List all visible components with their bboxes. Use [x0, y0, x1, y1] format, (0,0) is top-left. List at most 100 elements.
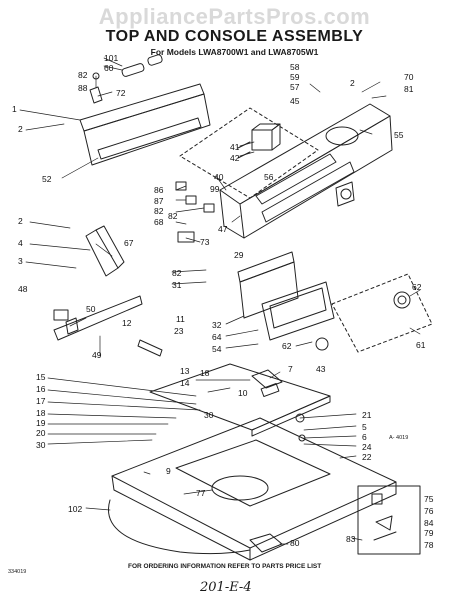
part-number-label: 60	[104, 63, 114, 73]
part-number-label: 54	[212, 344, 222, 354]
part-number-label: 41	[230, 142, 240, 152]
part-number-label: 101	[104, 53, 118, 63]
side-bracket	[85, 225, 125, 277]
part-number-label: 20	[36, 428, 46, 438]
part-number-label: 24	[362, 442, 372, 452]
part-number-label: 68	[154, 217, 164, 227]
part-number-label: 2	[350, 78, 355, 88]
part-number-label: 72	[116, 88, 126, 98]
part-number-label: 3	[18, 256, 23, 266]
diagram-subtitle: For Models LWA8700W1 and LWA8705W1	[150, 47, 319, 57]
part-number-label: 6	[362, 432, 367, 442]
part-number-label: 47	[218, 224, 228, 234]
part-number-label: 11	[176, 314, 185, 324]
part-number-label: 2	[18, 124, 23, 134]
part-number-label: 83	[346, 534, 356, 544]
part-80	[249, 533, 283, 553]
part-number-label: 30	[204, 410, 214, 420]
timer-assembly	[237, 123, 281, 159]
part-number-label: 40	[214, 172, 224, 182]
part-number-label: 31	[172, 280, 182, 290]
part-number-label: 102	[68, 504, 82, 514]
gasket-102	[108, 499, 251, 555]
part-number-label: 18	[36, 408, 46, 418]
part-number-label: 16	[36, 384, 46, 394]
rear-console-panel	[79, 83, 211, 166]
part-number-label: 67	[124, 238, 134, 248]
part-number-label: 21	[362, 410, 372, 420]
knob-43	[315, 337, 329, 351]
part-number-label: 42	[230, 153, 240, 163]
lid-hinge-assembly	[149, 363, 331, 437]
leader-lines	[19, 57, 421, 545]
part-number-label: 64	[212, 332, 222, 342]
part-number-label: 84	[424, 518, 434, 528]
trim-strip	[53, 295, 143, 341]
footer-note: FOR ORDERING INFORMATION REFER TO PARTS …	[128, 563, 322, 570]
part-number-label: 10	[238, 388, 248, 398]
part-number-label: 1	[12, 104, 17, 114]
part-number-label: 2	[18, 216, 23, 226]
part-number-label: 99	[210, 184, 220, 194]
part-number-label: 73	[200, 237, 210, 247]
part-number-label: 80	[290, 538, 300, 548]
parts-inset-box	[357, 485, 421, 555]
part-number-label: 50	[86, 304, 96, 314]
part-73	[177, 231, 195, 243]
part-number-label: 82	[154, 206, 164, 216]
part-number-label: 30	[36, 440, 46, 450]
dial-parts-top	[89, 54, 163, 104]
part-number-label: 58	[290, 62, 300, 72]
knob-62	[393, 291, 411, 309]
part-number-label: 14	[180, 378, 190, 388]
document-reference: 334019	[8, 569, 27, 575]
part-number-label: 49	[92, 350, 102, 360]
part-number-label: 22	[362, 452, 372, 462]
part-number-label: 55	[394, 130, 404, 140]
handwritten-note: 201-E-4	[200, 580, 252, 595]
part-number-callouts: 101 60 82 88 72 1 2 58 59 57 45 2 70 81 …	[12, 53, 434, 550]
knob-65	[335, 181, 355, 207]
part-number-label: 88	[78, 83, 88, 93]
part-number-label: 59	[290, 72, 300, 82]
part-number-label: 29	[234, 250, 244, 260]
part-12	[137, 339, 163, 357]
part-number-label: 48	[18, 284, 28, 294]
part-number-label: 45	[290, 96, 300, 106]
switch-parts	[175, 181, 215, 213]
part-number-label: 82	[172, 268, 182, 278]
watermark: AppliancePartsPros.com	[98, 4, 371, 29]
part-number-label: 13	[180, 366, 190, 376]
part-number-label: 62	[282, 341, 292, 351]
part-number-label: 70	[404, 72, 414, 82]
part-number-label: 15	[36, 372, 46, 382]
part-number-label: 18	[200, 368, 210, 378]
part-number-label: 75	[424, 494, 434, 504]
part-number-label: 7	[288, 364, 293, 374]
part-number-label: 19	[36, 418, 46, 428]
part-number-label: 32	[212, 320, 222, 330]
part-number-label: 86	[154, 185, 164, 195]
diagram-title: TOP AND CONSOLE ASSEMBLY	[105, 28, 364, 45]
part-number-label: 62	[412, 282, 422, 292]
part-number-label: 77	[196, 488, 206, 498]
part-number-label: 43	[316, 364, 326, 374]
part-number-label: 82	[168, 211, 178, 221]
part-number-label: 78	[424, 540, 434, 550]
part-number-label: 9	[166, 466, 171, 476]
diagram-code: A- 4019	[389, 435, 409, 441]
part-48	[53, 309, 69, 321]
part-number-label: 81	[404, 84, 414, 94]
part-number-label: 87	[154, 196, 164, 206]
part-number-label: 76	[424, 506, 434, 516]
part-number-label: 61	[416, 340, 426, 350]
part-number-label: 5	[362, 422, 367, 432]
part-number-label: 4	[18, 238, 23, 248]
part-number-label: 56	[264, 172, 274, 182]
part-number-label: 17	[36, 396, 46, 406]
part-number-label: 52	[42, 174, 52, 184]
main-console-housing	[219, 103, 393, 239]
part-number-label: 82	[78, 70, 88, 80]
part-number-label: 57	[290, 82, 300, 92]
